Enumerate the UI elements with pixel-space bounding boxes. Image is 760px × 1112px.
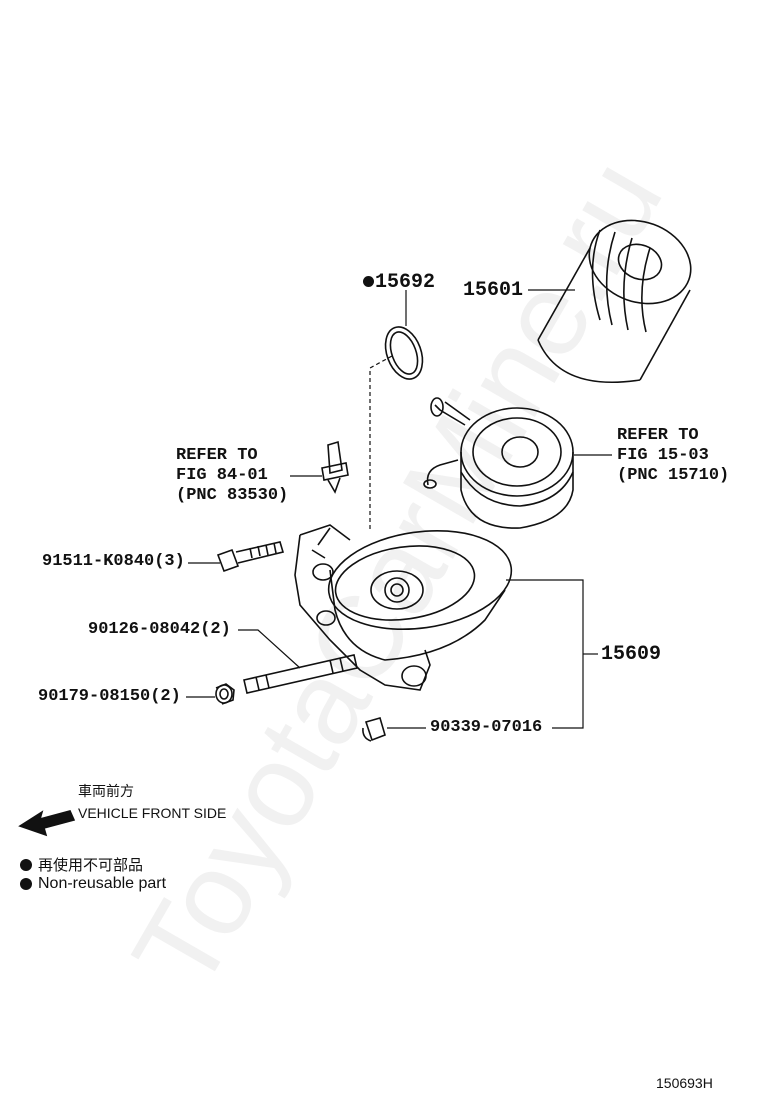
plug-90339-drawing bbox=[362, 717, 386, 742]
bullet-icon bbox=[20, 858, 32, 871]
stud-90126-drawing bbox=[243, 654, 358, 694]
vehicle-front-en: VEHICLE FRONT SIDE bbox=[78, 805, 227, 821]
reference-fig-84-01: REFER TO FIG 84-01 (PNC 83530) bbox=[176, 446, 289, 505]
part-label-15609: 15609 bbox=[601, 643, 662, 666]
oil-pressure-switch-drawing bbox=[321, 440, 349, 494]
part-label-90179: 90179-08150(2) bbox=[38, 687, 181, 706]
filter-bracket-15609-drawing bbox=[294, 524, 513, 691]
vehicle-front-jp: 車両前方 bbox=[78, 783, 134, 799]
part-label-90126: 90126-08042(2) bbox=[88, 620, 231, 639]
legend-jp: 再使用不可部品 bbox=[20, 854, 143, 875]
non-reusable-marker bbox=[363, 276, 374, 287]
part-label-15601: 15601 bbox=[463, 279, 524, 302]
oil-filter-15601-drawing bbox=[537, 219, 692, 384]
nut-90179-drawing bbox=[215, 683, 235, 705]
part-label-15692: 15692 bbox=[363, 273, 435, 293]
legend-en: Non-reusable part bbox=[20, 875, 166, 893]
front-direction-arrow bbox=[18, 810, 76, 837]
oil-cooler-drawing bbox=[423, 397, 574, 529]
o-ring-15692-drawing bbox=[384, 326, 424, 380]
figure-code: 150693H bbox=[656, 1075, 713, 1091]
part-label-91511: 91511-K0840(3) bbox=[42, 552, 185, 571]
part-label-90339: 90339-07016 bbox=[430, 718, 543, 737]
bolt-91511-drawing bbox=[216, 541, 285, 573]
leader-lines bbox=[186, 289, 612, 729]
bullet-icon bbox=[20, 878, 32, 890]
reference-fig-15-03: REFER TO FIG 15-03 (PNC 15710) bbox=[617, 426, 730, 485]
